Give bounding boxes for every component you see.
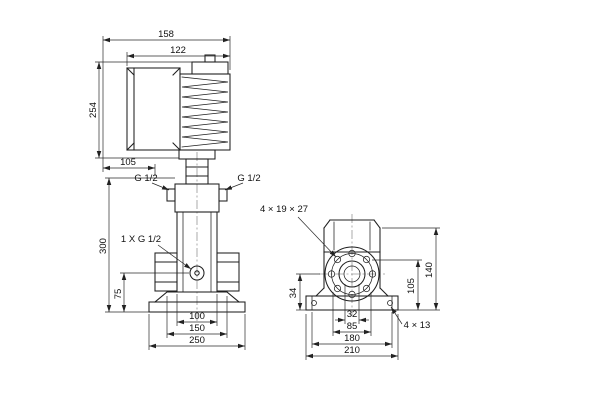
end-view-base-outline xyxy=(305,295,399,311)
dim-port-span: 100 xyxy=(189,311,205,322)
base-bolt-hole xyxy=(311,300,317,306)
side-view-dimensions xyxy=(95,36,246,350)
dim-motor-height: 254 xyxy=(88,102,99,118)
bolt-hole xyxy=(362,255,371,264)
label-base-bolts: 4 × 13 xyxy=(404,320,431,331)
bolt-hole xyxy=(348,290,356,299)
drain-port-circle xyxy=(189,265,205,281)
dim-base-top-width: 180 xyxy=(344,333,360,344)
label-port-left: G 1/2 xyxy=(134,173,157,184)
end-view-dimensions xyxy=(296,216,440,360)
motor-outline xyxy=(126,54,231,160)
dim-pump-height: 300 xyxy=(98,238,109,254)
label-flange-bolts: 4 × 19 × 27 xyxy=(260,204,308,215)
end-view: 34 105 140 32 85 180 210 4 × 19 × 27 4 ×… xyxy=(260,204,440,360)
flange-outer-circle xyxy=(324,246,380,302)
dim-baseplate-depth: 250 xyxy=(189,335,205,346)
bolt-hole xyxy=(333,255,342,264)
right-port xyxy=(218,188,228,202)
dim-port-axis-height: 75 xyxy=(113,289,124,300)
bolt-hole xyxy=(327,270,336,278)
dim-head-height: 140 xyxy=(424,262,435,278)
dim-motor-depth: 122 xyxy=(170,45,186,56)
bolt-circle xyxy=(331,253,373,295)
dim-total-depth: 158 xyxy=(158,29,174,40)
flange-circles xyxy=(324,246,380,302)
bolt-hole xyxy=(362,284,371,293)
bolt-hole xyxy=(333,284,342,293)
left-port xyxy=(166,188,176,202)
dim-foot-span: 150 xyxy=(189,323,205,334)
dim-flange-axis-height: 105 xyxy=(406,278,417,294)
dim-front-clearance: 105 xyxy=(120,157,136,168)
side-view: 158 122 254 105 300 75 100 150 250 G 1/2… xyxy=(88,29,261,350)
dim-baseplate-width: 210 xyxy=(344,345,360,356)
base-bolt-hole xyxy=(387,300,393,306)
dim-bore-width: 32 xyxy=(347,309,358,320)
base-outline xyxy=(148,291,246,313)
dim-foot-height: 34 xyxy=(288,288,299,299)
label-drain-port: 1 X G 1/2 xyxy=(121,234,161,245)
end-view-centerlines xyxy=(319,214,385,316)
bolt-hole xyxy=(368,270,377,278)
dim-bolt-circle-width: 85 xyxy=(347,321,358,332)
bolt-hole xyxy=(348,249,356,258)
label-port-right: G 1/2 xyxy=(237,173,260,184)
